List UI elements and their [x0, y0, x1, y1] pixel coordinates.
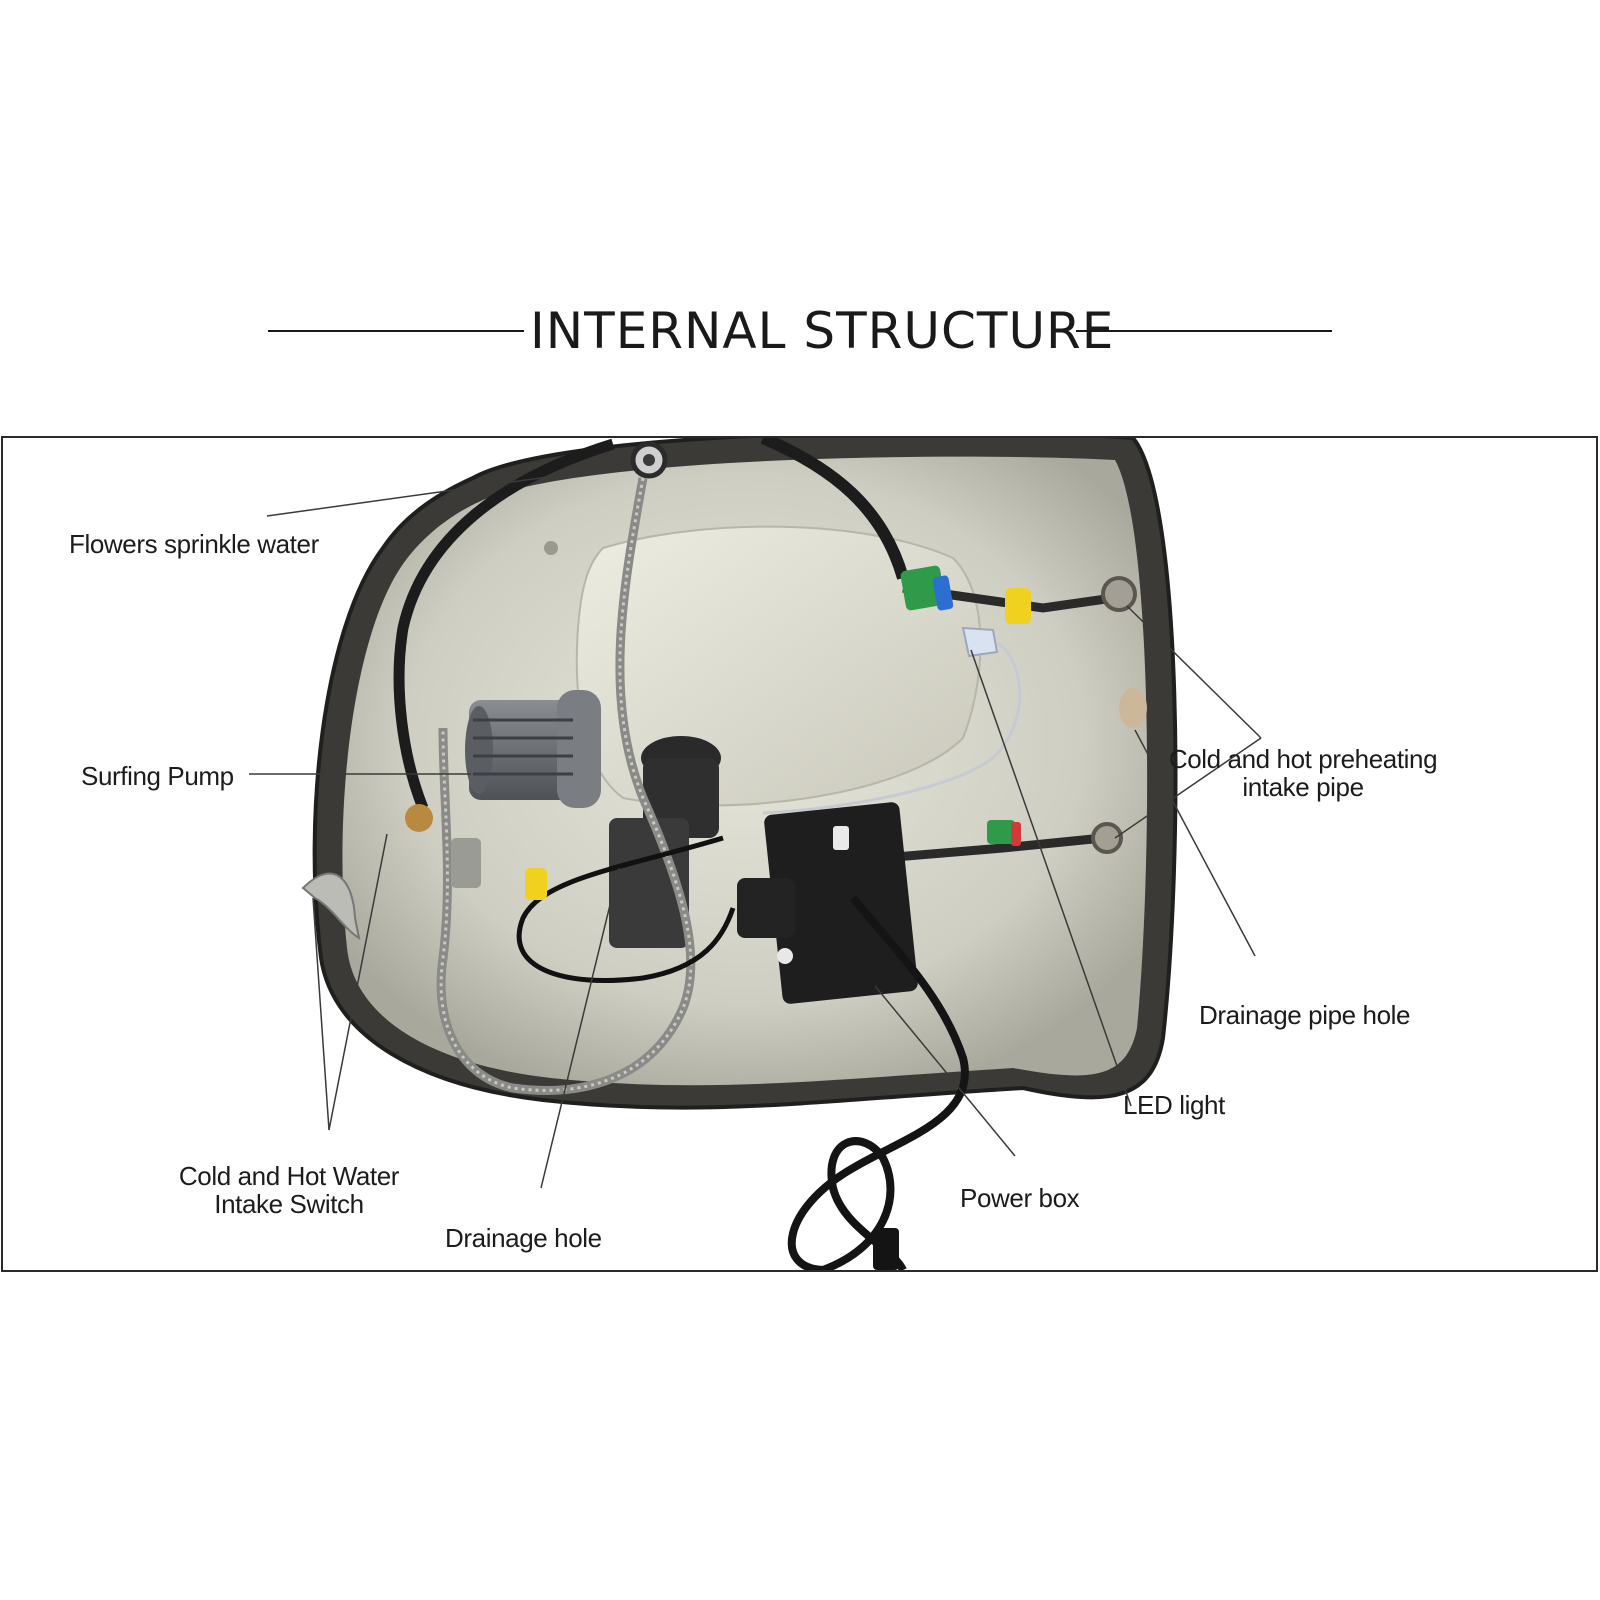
label-cold-hot-water-intake-switch: Cold and Hot Water Intake Switch	[178, 1161, 400, 1219]
label-flowers-sprinkle-water: Flowers sprinkle water	[69, 529, 319, 559]
page-title: INTERNAL STRUCTURE	[530, 302, 1115, 360]
drain-pipe-hole	[1119, 688, 1147, 728]
inlet-bottom	[1091, 822, 1123, 854]
side-tab	[301, 872, 361, 941]
label-led-light: LED light	[1123, 1090, 1225, 1120]
label-surfing-pump: Surfing Pump	[81, 761, 234, 791]
leader-lines	[249, 465, 1262, 1189]
label-drainage-pipe-hole: Drainage pipe hole	[1199, 1000, 1411, 1030]
fitting-green-top	[900, 565, 946, 611]
led-light	[961, 626, 999, 658]
label-power-box: Power box	[960, 1183, 1080, 1213]
title-rule-left	[268, 330, 524, 332]
fitting-yellow-top	[1005, 588, 1031, 624]
label-cold-hot-preheating-intake-pipe: Cold and hot preheating intake pipe	[1168, 744, 1438, 802]
black-hose-left	[393, 438, 615, 811]
label-drainage-hole: Drainage hole	[445, 1223, 602, 1253]
inlet-top	[1101, 576, 1137, 612]
tank	[575, 525, 982, 807]
power-cord	[787, 895, 969, 1270]
title-block: INTERNAL STRUCTURE	[268, 295, 1332, 367]
intake-valve	[405, 804, 433, 832]
title-rule-right	[1076, 330, 1332, 332]
internal-structure-photo	[249, 438, 1262, 1270]
black-hose-right	[760, 438, 909, 580]
power-box-shape	[764, 802, 918, 1004]
photo-frame: Flowers sprinkle water Surfing Pump Cold…	[1, 436, 1598, 1272]
